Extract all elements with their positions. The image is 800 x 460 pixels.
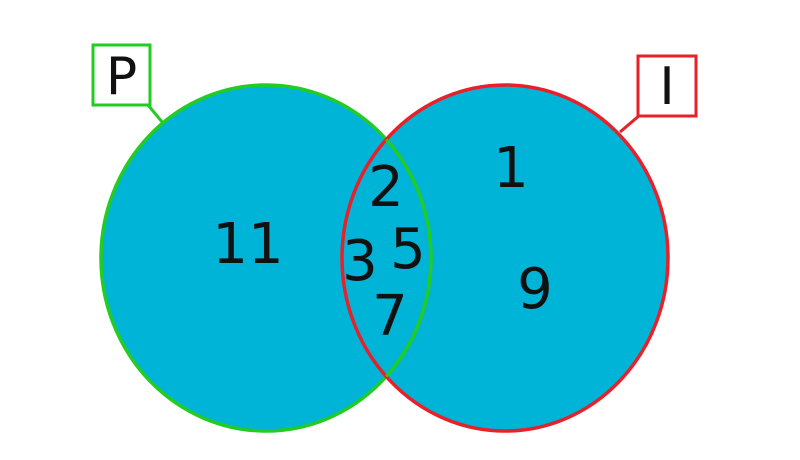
- set-p-label: P: [106, 47, 137, 107]
- right-only-element: 1: [493, 136, 529, 201]
- intersection-element: 5: [390, 217, 426, 282]
- left-only-element: 11: [212, 212, 283, 277]
- set-p-circle-fill: [101, 85, 431, 431]
- intersection-element: 3: [342, 229, 378, 294]
- set-p-label-box: [91, 43, 152, 107]
- set-i-label-box: [636, 54, 698, 118]
- set-i-label: I: [659, 57, 674, 117]
- set-i-circle-outline: [340, 83, 670, 433]
- intersection-element: 7: [372, 284, 408, 349]
- right-only-element: 9: [517, 257, 553, 322]
- intersection-element: 2: [368, 155, 404, 220]
- set-p-inner-arc: [342, 85, 433, 431]
- set-i-label-connector: [619, 113, 641, 134]
- set-i-circle-fill: [342, 85, 668, 431]
- set-p-label-connector: [146, 104, 165, 124]
